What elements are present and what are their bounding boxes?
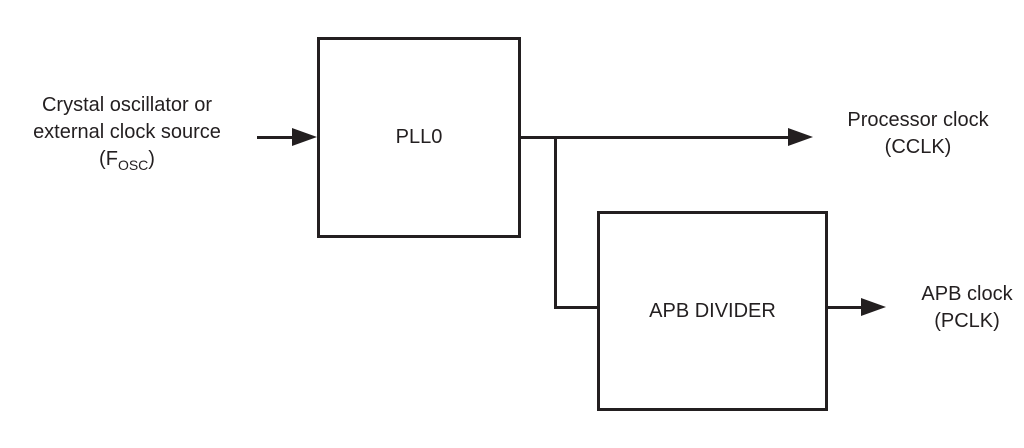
processor-clock-label: Processor clock (CCLK) (827, 107, 1009, 161)
branch-line-horizontal (554, 306, 600, 309)
fosc-label: (FOSC) (10, 146, 244, 173)
apb-divider-label: APB DIVIDER (649, 299, 776, 322)
apb-clock-label: APB clock (PCLK) (877, 281, 1024, 335)
processor-clock-line2: (CCLK) (884, 136, 952, 158)
apb-clock-line2: (PCLK) (934, 310, 1000, 332)
pll0-label: PLL0 (395, 126, 443, 148)
source-label-line1: Crystal oscillator or (41, 94, 213, 116)
fosc-subscript: OSC (117, 157, 149, 173)
fosc-prefix: (F (99, 148, 118, 170)
input-arrow-line (257, 136, 297, 139)
branch-line-vertical (554, 136, 557, 309)
apb-clock-line1: APB clock (921, 283, 1013, 305)
pll0-block: PLL0 (317, 37, 521, 238)
source-label: Crystal oscillator or external clock sou… (10, 92, 244, 173)
cclk-arrowhead (788, 128, 813, 146)
fosc-suffix: ) (148, 148, 155, 170)
apb-divider-block: APB DIVIDER (597, 211, 828, 411)
cclk-arrow-line (520, 136, 790, 139)
processor-clock-line1: Processor clock (847, 109, 989, 131)
pclk-arrowhead (861, 298, 886, 316)
pclk-arrow-line (826, 306, 866, 309)
input-arrowhead (292, 128, 317, 146)
source-label-line2: external clock source (33, 121, 221, 143)
